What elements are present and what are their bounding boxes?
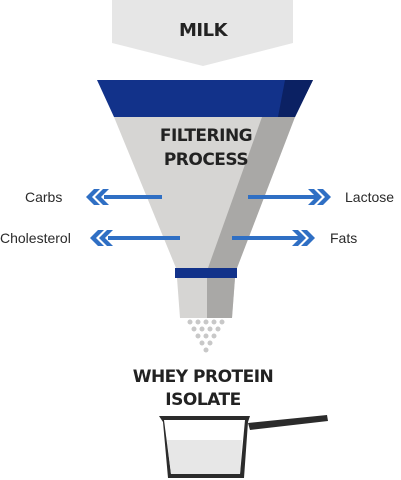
powder-drops (187, 319, 225, 353)
double-chevron-left-icon (86, 189, 100, 205)
funnel-rim-shade (278, 80, 313, 117)
funnel-spout-shade (207, 278, 235, 318)
arrow-left-carbs (86, 189, 162, 205)
arrow-right-lactose (248, 189, 331, 205)
product-label-line-2: ISOLATE (165, 390, 240, 410)
arrow-right-fats (232, 230, 315, 246)
funnel-title-line-2: PROCESS (164, 150, 248, 170)
scoop-icon (159, 415, 328, 478)
product-label-line-1: WHEY PROTEIN (133, 367, 274, 387)
milk-label: MILK (179, 20, 229, 41)
double-chevron-right-icon (308, 189, 322, 205)
double-chevron-left-icon (90, 230, 104, 246)
funnel-collar (175, 268, 237, 278)
double-chevron-right-icon (292, 230, 306, 246)
milk-arrow (112, 0, 293, 66)
output-label-lactose: Lactose (345, 189, 394, 205)
output-label-carbs: Carbs (25, 189, 62, 205)
arrow-left-cholesterol (90, 230, 180, 246)
output-label-cholesterol: Cholesterol (0, 230, 71, 246)
output-label-fats: Fats (330, 230, 357, 246)
funnel-cone-shade (208, 117, 295, 268)
funnel-rim-front (97, 80, 313, 117)
funnel-title-line-1: FILTERING (160, 126, 252, 146)
